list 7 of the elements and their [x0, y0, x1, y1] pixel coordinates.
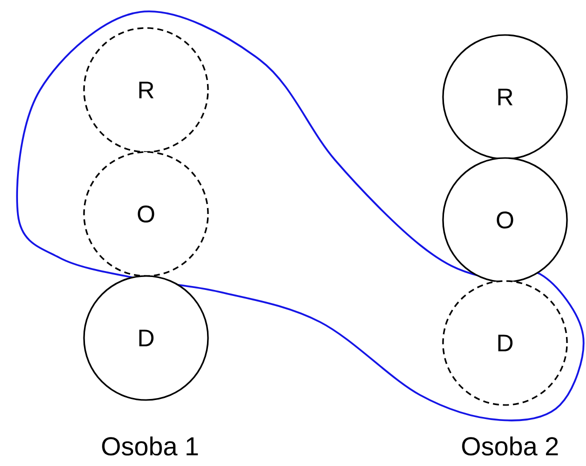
circle-node: R — [442, 34, 568, 160]
node-label: D — [498, 334, 513, 352]
circle-node: O — [442, 157, 568, 283]
node-label: O — [496, 212, 514, 228]
person-label: Osoba 1 — [102, 436, 198, 456]
person-label: Osoba 2 — [462, 436, 558, 456]
circle-node: D — [83, 275, 209, 401]
